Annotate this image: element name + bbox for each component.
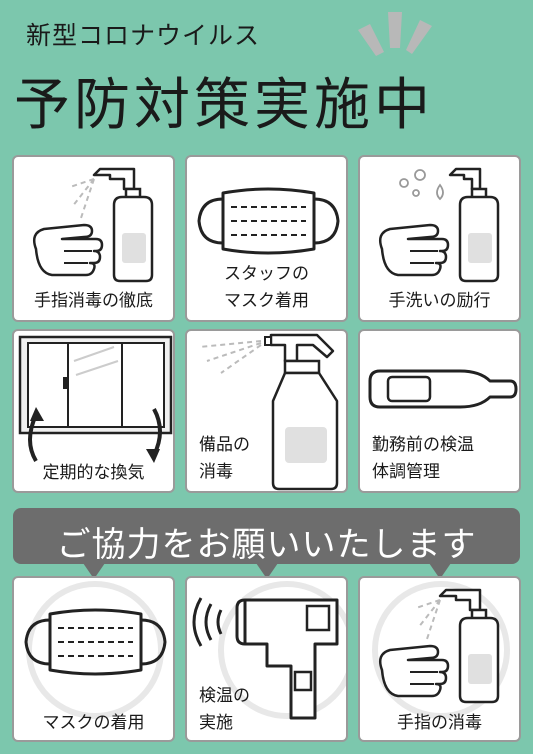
card-label-line: マスクの着用 [42,713,145,733]
card-label-line: 手指の消毒 [397,713,482,733]
page-title: 予防対策実施中 [14,73,434,138]
hand-sanitizer-icon [33,167,154,283]
card-label-line: 勤務前の検温 [372,435,474,455]
cooperation-banner: ご協力をお願いいたします [13,508,520,565]
sparkle-rays-icon [358,12,432,56]
card-label-line: 消毒 [199,462,233,482]
card-label-line: 備品の [199,435,250,455]
card-hand-washing: 手洗いの励行 [358,155,521,322]
card-label-line: 手指消毒の徹底 [34,291,153,311]
card-label-line: 体調管理 [372,462,440,482]
thermometer-gun-icon [192,581,346,720]
card-equipment-disinfection: 備品の 消毒 [185,329,348,493]
card-ventilation: 定期的な換気 [12,329,175,493]
card-label-line: 実施 [199,713,233,733]
card-temperature-check: 勤務前の検温 体調管理 [358,329,521,493]
banner-pointer [429,563,451,579]
card-finger-disinfection: 手指の消毒 [358,576,521,742]
card-label-line: マスク着用 [224,291,309,311]
card-label-line: 検温の [199,686,250,706]
thermometer-icon [368,369,518,409]
window-ventilation-icon [18,335,173,463]
card-staff-mask: スタッフの マスク着用 [185,155,348,322]
banner-pointer [256,563,278,579]
face-mask-icon [24,581,167,719]
subtitle: 新型コロナウイルス [26,21,261,50]
card-wearing-mask: マスクの着用 [12,576,175,742]
card-label-line: 手洗いの励行 [388,291,491,311]
banner-pointer [83,563,105,579]
hand-washing-icon [379,167,500,283]
card-temperature-measurement: 検温の 実施 [185,576,348,742]
hand-sanitizer-icon [372,581,510,719]
face-mask-icon [197,187,340,255]
card-hand-sanitizing: 手指消毒の徹底 [12,155,175,322]
banner-text: ご協力をお願いいたします [56,525,477,565]
card-label-line: スタッフの [224,264,309,284]
card-label-line: 定期的な換気 [42,463,145,483]
spray-bottle-icon [198,333,339,491]
